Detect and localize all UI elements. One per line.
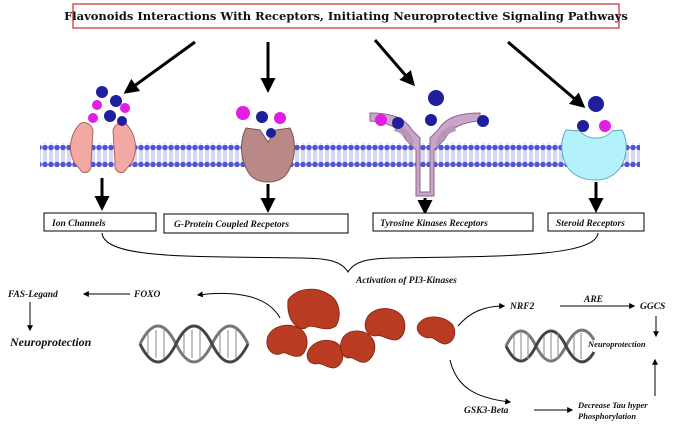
gpcr-label: G-Protein Coupled Recpetors [174,220,289,230]
left-neuroprotection-label: Neuroprotection [9,335,92,349]
pi3k-molecules [266,288,456,369]
ion-channel-receptor [70,86,136,173]
receptor-down-arrows [94,178,604,215]
diagram-title: Flavonoids Interactions With Receptors, … [64,9,628,23]
foxo-label: FOXO [133,290,161,300]
ligand-blue [117,116,127,126]
gsk3-beta-label: GSK3-Beta [464,406,509,416]
gpcr-receptor [236,106,295,183]
arrow-to-steroid-receptor [507,40,586,108]
ligand-blue [104,110,116,122]
receptor-label-gpcr: G-Protein Coupled Recpetors [163,213,349,234]
tau-label-line2: Phosphorylation [578,411,636,421]
steroid-receptors-label: Steroid Receptors [556,219,625,229]
right-neuroprotection-label: Neuroprotection [587,339,646,349]
ligand-blue [428,90,444,106]
tau-label-line1: Decrease Tau hyper [577,400,648,410]
ligand-blue [392,117,404,129]
dna-helix-left [138,324,250,364]
ligand-blue [110,95,122,107]
receptor-label-ion-channels: Ion Channels [43,212,157,232]
dna-helix-right [504,328,596,364]
ligand-blue [577,120,589,132]
ligand-magenta [274,112,286,124]
ligand-magenta [120,103,130,113]
ligand-blue [266,128,276,138]
tyrosine-kinase-label: Tyrosine Kinases Receptors [380,219,488,229]
title-box: Flavonoids Interactions With Receptors, … [64,3,628,29]
tyrosine-kinase-receptor [369,90,489,197]
arrow-to-tyrosine-kinase [373,39,415,87]
ligand-blue [96,86,108,98]
ion-channels-label: Ion Channels [51,219,106,229]
nrf2-label: NRF2 [509,302,535,312]
ligand-blue [425,114,437,126]
receptor-label-tyrosine-kinase: Tyrosine Kinases Receptors [372,212,534,232]
ligand-magenta [236,106,250,120]
ligand-magenta [375,114,387,126]
pi3k-activation-label: Activation of PI3-Kinases [355,276,457,286]
ggcs-label: GGCS [640,302,665,312]
are-label: ARE [583,295,603,305]
ligand-magenta [92,100,102,110]
cell-membrane [40,143,640,167]
ligand-blue [477,115,489,127]
arrow-to-foxo [196,291,281,319]
steroid-receptor [561,96,627,181]
ligand-magenta [599,120,611,132]
fas-ligand-label: FAS-Legand [7,290,58,300]
arrow-to-ion-channel [123,40,196,94]
title-arrows [123,39,586,108]
arrow-to-nrf2 [457,303,506,327]
convergence-bracket [101,232,599,273]
arrow-to-gsk3 [449,359,512,405]
ligand-blue [588,96,604,112]
receptor-label-steroid: Steroid Receptors [547,212,645,232]
ligand-magenta [88,113,98,123]
ligand-blue [256,111,268,123]
